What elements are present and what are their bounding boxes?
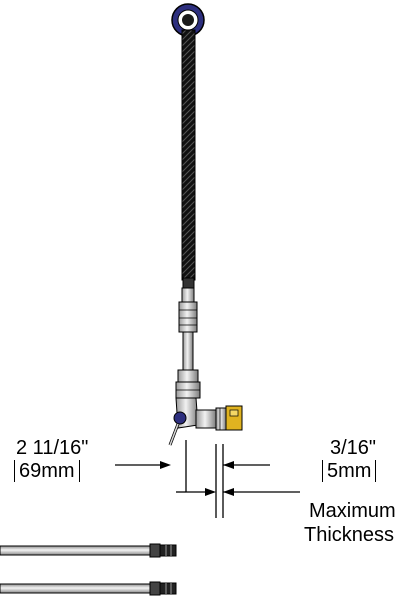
right-note-line2: Thickness: [304, 524, 395, 546]
right-dim-metric-value: 5mm: [322, 460, 377, 482]
hose-fitting: [178, 287, 198, 333]
supply-line-upper: [0, 543, 177, 558]
thickness-dimension: [176, 444, 300, 518]
valve-icon: [168, 397, 243, 446]
left-dim-metric-value: 69mm: [14, 460, 80, 482]
rigid-pipe: [182, 331, 194, 371]
flange-ring-icon: [171, 3, 205, 37]
braided-hose: [181, 29, 196, 289]
left-dim-imperial-label: 2 11/16": [16, 437, 89, 459]
right-note-line1: Maximum: [309, 500, 396, 522]
left-dim-metric-label: 69mm: [14, 460, 80, 482]
left-dimension: [115, 440, 187, 492]
right-dim-imperial-label: 3/16": [330, 437, 377, 459]
lower-fitting: [175, 369, 201, 399]
right-dim-metric-label: 5mm: [322, 460, 377, 482]
supply-line-lower: [0, 581, 177, 596]
